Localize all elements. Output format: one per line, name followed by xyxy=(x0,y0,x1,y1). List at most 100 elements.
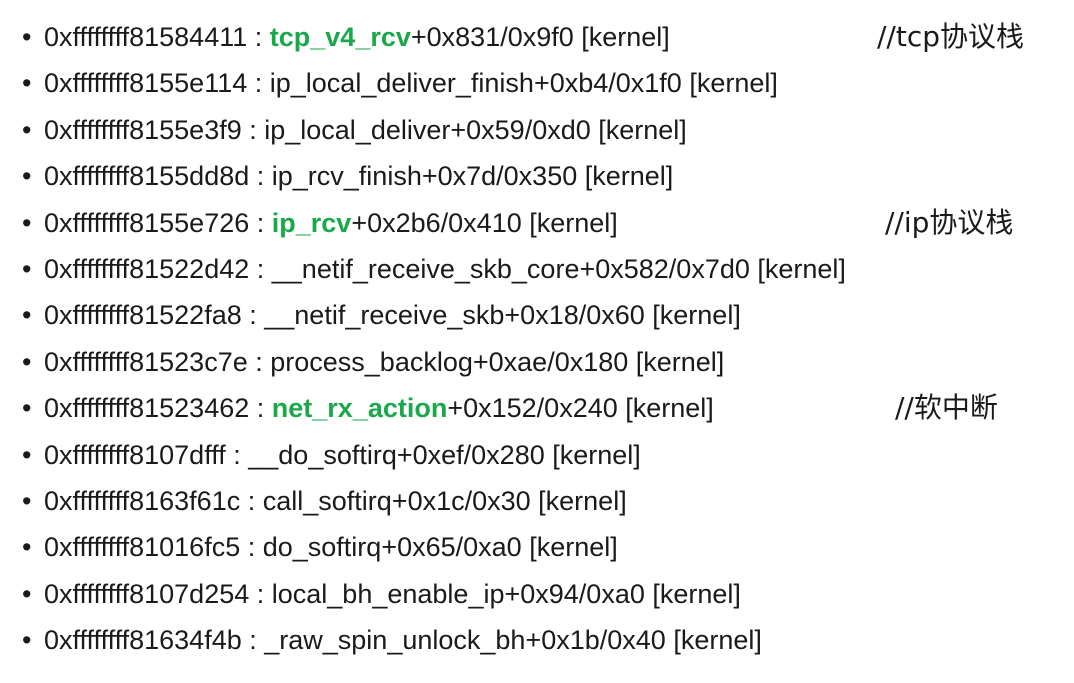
bullet: • xyxy=(22,346,32,377)
frame-module: [kernel] xyxy=(644,578,741,609)
frame-module: [kernel] xyxy=(521,207,618,238)
stack-frame-row: • 0xffffffff8155e3f9 : ip_local_deliver+0… xyxy=(22,107,846,153)
frame-separator: : xyxy=(247,22,270,52)
frame-function: ip_rcv_finish xyxy=(271,161,422,192)
frame-module: [kernel] xyxy=(617,393,714,424)
frame-function: ip_local_deliver_finish xyxy=(269,68,534,99)
frame-module: [kernel] xyxy=(749,253,846,284)
stack-frame-row: • 0xffffffff8107dfff : __do_softirq+0xef/… xyxy=(22,432,846,478)
stack-frame-row: • 0xffffffff81522d42 : __netif_receive_sk… xyxy=(22,246,846,292)
stack-frame-row: • 0xffffffff81016fc5 : do_softirq+0x65/0x… xyxy=(22,524,846,570)
frame-offset: +0x94/0xa0 xyxy=(504,578,645,609)
frame-address: 0xffffffff81634f4b xyxy=(44,625,242,656)
frame-module: [kernel] xyxy=(681,68,778,99)
frame-offset: +0xae/0x180 xyxy=(472,346,629,377)
frame-offset: +0x2b6/0x410 xyxy=(351,207,522,238)
frame-address: 0xffffffff81523462 xyxy=(44,393,250,424)
frame-address: 0xffffffff81584411 xyxy=(44,22,248,52)
stack-frame-row: •0xffffffff8163f61c : call_softirq+0x1c/… xyxy=(22,478,846,524)
stack-frame-row: •0xffffffff81522fa8 : __netif_receive_sk… xyxy=(22,292,846,338)
frame-module: [kernel] xyxy=(628,346,725,377)
bullet: • xyxy=(22,207,32,238)
bullet: • xyxy=(22,485,32,516)
frame-address: 0xffffffff8155e114 xyxy=(44,68,248,99)
frame-offset: +0xef/0x280 xyxy=(396,439,545,470)
frame-function: local_bh_enable_ip xyxy=(271,578,505,609)
frame-function: _raw_spin_unlock_bh xyxy=(264,625,526,656)
bullet: • xyxy=(22,439,32,470)
frame-separator: : xyxy=(247,346,271,377)
frame-module: [kernel] xyxy=(530,485,627,516)
frame-offset: +0x831/0x9f0 xyxy=(410,22,574,52)
frame-function: __do_softirq xyxy=(248,439,397,470)
frame-comment: //ip协议栈 xyxy=(885,205,1014,239)
bullet: • xyxy=(22,393,32,424)
bullet: • xyxy=(22,68,32,99)
frame-function: ip_local_deliver xyxy=(264,114,451,145)
frame-separator: : xyxy=(241,300,265,331)
frame-separator: : xyxy=(249,161,272,192)
stack-frame-row: • 0xffffffff8155e726 : ip_rcv+0x2b6/0x410… xyxy=(22,200,1013,246)
bullet: • xyxy=(22,161,32,192)
frame-separator: : xyxy=(225,439,249,470)
frame-offset: +0x18/0x60 xyxy=(504,300,645,331)
frame-separator: : xyxy=(240,532,263,563)
frame-module: [kernel] xyxy=(544,439,641,470)
stack-frame-row: • 0xffffffff81523462 : net_rx_action+0x15… xyxy=(22,385,998,431)
stack-frame-row: • 0xffffffff81584411 : tcp_v4_rcv+0x831/0… xyxy=(22,14,1024,60)
frame-separator: : xyxy=(249,578,272,609)
frame-module: [kernel] xyxy=(577,161,674,192)
frame-offset: +0x7d/0x350 xyxy=(421,161,578,192)
frame-address: 0xffffffff8107dfff xyxy=(44,439,226,470)
frame-function: __netif_receive_skb_core xyxy=(271,253,580,284)
frame-function: __netif_receive_skb xyxy=(264,300,505,331)
stack-frame-row: • 0xffffffff8155e114 : ip_local_deliver_f… xyxy=(22,60,846,106)
bullet: • xyxy=(22,625,32,656)
bullet: • xyxy=(22,253,32,284)
frame-comment: //软中断 xyxy=(895,391,998,425)
frame-address: 0xffffffff8155e726 xyxy=(44,207,250,238)
bullet: • xyxy=(22,578,32,609)
frame-offset: +0xb4/0x1f0 xyxy=(533,68,682,99)
bullet: • xyxy=(22,300,32,331)
stack-frame-row: • 0xffffffff81634f4b : _raw_spin_unlock_b… xyxy=(22,617,846,663)
frame-offset: +0x152/0x240 xyxy=(447,393,618,424)
frame-function: net_rx_action xyxy=(271,393,448,424)
frame-module: [kernel] xyxy=(644,300,741,331)
bullet: • xyxy=(22,22,32,52)
frame-module: [kernel] xyxy=(590,114,687,145)
frame-address: 0xffffffff81523c7e xyxy=(44,346,248,377)
bullet: • xyxy=(22,114,32,145)
frame-address: 0xffffffff81522d42 xyxy=(44,253,250,284)
frame-separator: : xyxy=(241,625,265,656)
frame-address: 0xffffffff8107d254 xyxy=(44,578,250,609)
frame-offset: +0x65/0xa0 xyxy=(381,532,522,563)
frame-function: ip_rcv xyxy=(271,207,352,238)
frame-separator: : xyxy=(249,253,272,284)
frame-offset: +0x1b/0x40 xyxy=(525,625,666,656)
frame-function: do_softirq xyxy=(262,532,382,563)
frame-offset: +0x582/0x7d0 xyxy=(579,253,750,284)
frame-comment: //tcp协议栈 xyxy=(877,20,1025,53)
stack-frame-row: • 0xffffffff8107d254 : local_bh_enable_ip… xyxy=(22,571,846,617)
frame-module: [kernel] xyxy=(665,625,762,656)
frame-separator: : xyxy=(247,68,270,99)
frame-function: call_softirq xyxy=(262,485,392,516)
frame-address: 0xffffffff8155dd8d xyxy=(44,161,250,192)
frame-module: [kernel] xyxy=(573,22,670,52)
frame-module: [kernel] xyxy=(521,532,618,563)
bullet: • xyxy=(22,532,32,563)
stack-frame-row: • 0xffffffff8155dd8d : ip_rcv_finish+0x7d… xyxy=(22,153,846,199)
frame-separator: : xyxy=(249,207,272,238)
frame-separator: : xyxy=(249,393,272,424)
call-stack-list: • 0xffffffff81584411 : tcp_v4_rcv+0x831/0… xyxy=(22,14,1024,663)
frame-offset: +0x59/0xd0 xyxy=(450,114,591,145)
frame-offset: +0x1c/0x30 xyxy=(391,485,531,516)
frame-function: tcp_v4_rcv xyxy=(269,22,411,52)
frame-address: 0xffffffff81016fc5 xyxy=(44,532,241,563)
stack-frame-row: •0xffffffff81523c7e : process_backlog+0x… xyxy=(22,339,846,385)
frame-separator: : xyxy=(240,485,263,516)
frame-address: 0xffffffff8155e3f9 xyxy=(44,114,242,145)
frame-separator: : xyxy=(241,114,265,145)
